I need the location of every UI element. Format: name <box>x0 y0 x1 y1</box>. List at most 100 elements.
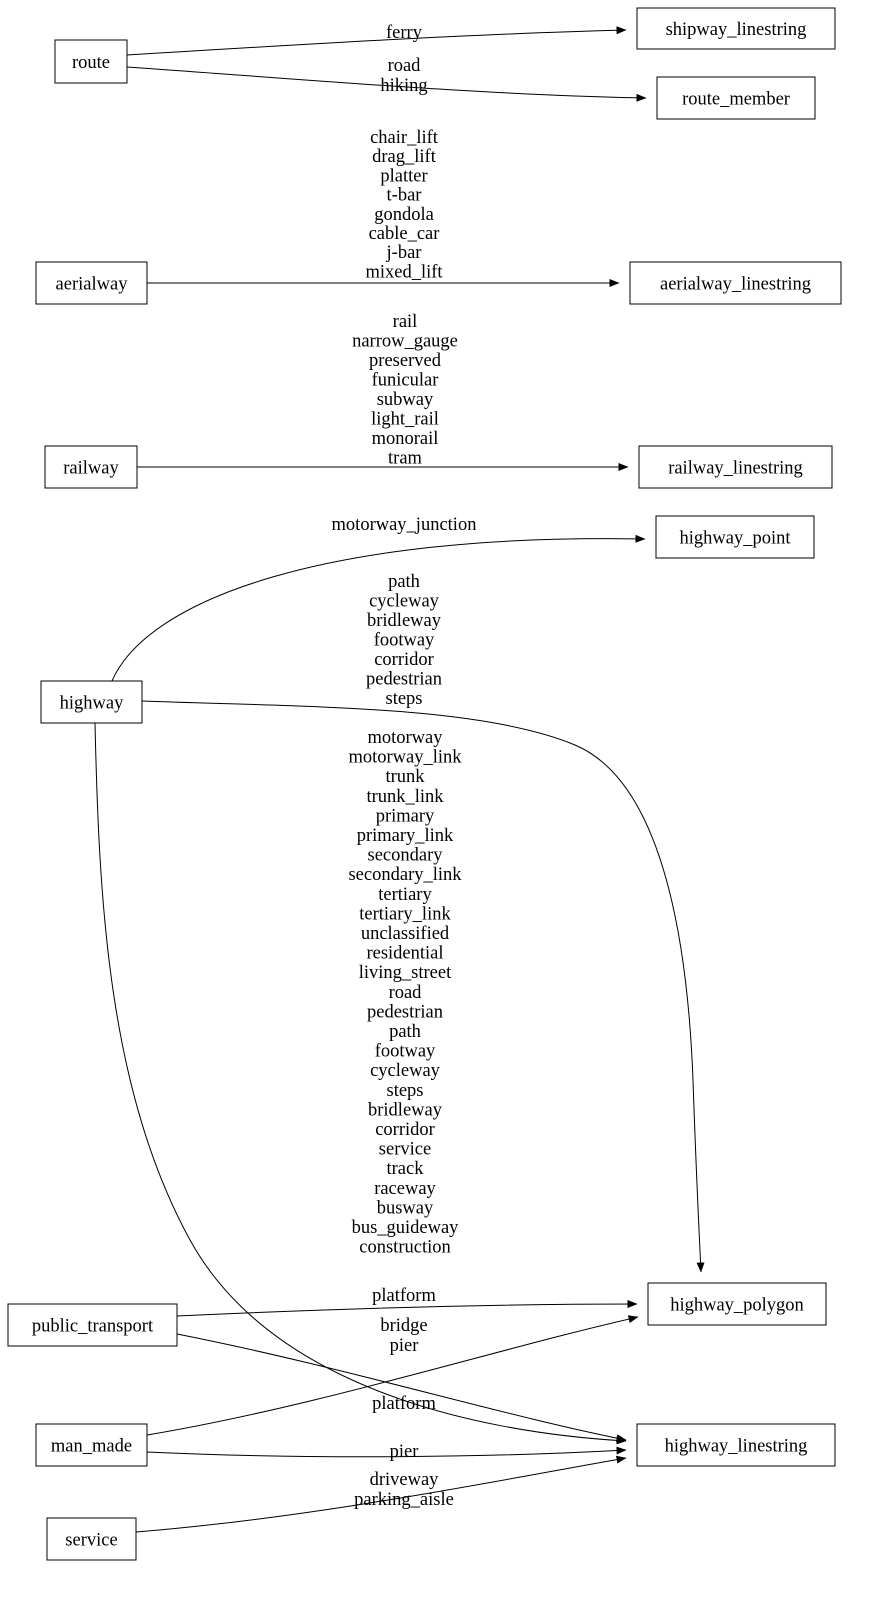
edge-label-line: pedestrian <box>367 1002 443 1022</box>
edge-public_transport-to-highway_linestring <box>176 1333 627 1443</box>
edge-label-line: living_street <box>359 963 452 983</box>
edge-label-line: j-bar <box>386 243 422 263</box>
edge-label-public_transport-to-highway_linestring: platform <box>372 1394 436 1414</box>
edge-label-line: path <box>388 572 420 592</box>
highway-label: highway <box>60 694 124 714</box>
edge-label-line: path <box>389 1022 421 1042</box>
aerialway-box <box>35 261 148 305</box>
node-highway_linestring: highway_linestring <box>636 1423 836 1467</box>
edge-label-line: trunk <box>385 767 425 787</box>
node-man_made: man_made <box>35 1423 148 1467</box>
edge-label-line: motorway_link <box>348 748 462 768</box>
public_transport-box <box>7 1303 178 1347</box>
edge-label-line: narrow_gauge <box>352 332 458 352</box>
edge-man_made-to-highway_linestring <box>146 1446 627 1458</box>
highway_point-label: highway_point <box>680 529 792 549</box>
node-highway_polygon: highway_polygon <box>647 1282 827 1326</box>
edge-label-line: drag_lift <box>372 147 437 167</box>
edge-label-line: secondary <box>368 846 444 866</box>
aerialway_linestring-label: aerialway_linestring <box>660 275 811 295</box>
man_made-box <box>35 1423 148 1467</box>
edge-label-line: steps <box>387 1081 424 1101</box>
edge-label-line: trunk_link <box>366 787 444 807</box>
edge-label-line: rail <box>393 312 418 332</box>
edge-label-line: platform <box>372 1394 436 1414</box>
edge-label-line: road <box>389 983 423 1003</box>
edge-public_transport-to-highway_polygon <box>176 1300 638 1317</box>
edge-label-line: corridor <box>375 1120 435 1140</box>
edge-label-highway-to-highway_point: motorway_junction <box>332 515 477 535</box>
edge-highway-to-highway_polygon <box>141 700 705 1273</box>
railway_linestring-label: railway_linestring <box>668 459 803 479</box>
railway-box <box>44 445 138 489</box>
edge-label-line: parking_aisle <box>354 1490 454 1510</box>
edge-label-line: tertiary_link <box>359 904 451 924</box>
edge-label-line: primary_link <box>357 826 454 846</box>
node-public_transport: public_transport <box>7 1303 178 1347</box>
edge-label-line: busway <box>377 1198 434 1218</box>
route-box <box>54 39 128 84</box>
edge-label-line: footway <box>375 1042 436 1062</box>
edge-label-line: funicular <box>372 371 439 391</box>
node-highway: highway <box>40 680 143 724</box>
edges-layer <box>94 26 705 1533</box>
edge-label-line: cycleway <box>369 592 440 612</box>
public_transport-label: public_transport <box>32 1317 154 1337</box>
edge-label-line: subway <box>377 390 434 410</box>
edge-highway-to-highway_linestring <box>94 722 627 1445</box>
edge-label-line: steps <box>386 689 423 709</box>
route_member-box <box>656 76 816 120</box>
node-railway: railway <box>44 445 138 489</box>
edge-label-line: road <box>388 56 422 76</box>
man_made-label: man_made <box>51 1437 132 1457</box>
edge-label-line: residential <box>366 944 443 964</box>
edge-label-line: preserved <box>369 351 442 371</box>
edge-label-line: t-bar <box>387 186 422 206</box>
edge-route-to-shipway_linestring <box>126 26 627 56</box>
nodes-layer: route shipway_linestring route_memberaeria… <box>7 7 842 1561</box>
edge-label-line: cable_car <box>369 224 440 244</box>
edge-label-line: primary <box>376 806 435 826</box>
node-aerialway: aerialway <box>35 261 148 305</box>
edge-highway-to-highway_point <box>111 534 646 682</box>
edge-label-line: tertiary <box>378 885 432 905</box>
edge-label-line: monorail <box>372 429 439 449</box>
edge-label-line: construction <box>359 1238 450 1258</box>
edge-label-line: unclassified <box>361 924 450 944</box>
edge-label-line: pedestrian <box>366 670 442 690</box>
route-label: route <box>72 53 110 73</box>
node-service: service <box>46 1517 137 1561</box>
node-route_member: route_member <box>656 76 816 120</box>
service-box <box>46 1517 137 1561</box>
node-railway_linestring: railway_linestring <box>638 445 833 489</box>
highway_linestring-label: highway_linestring <box>665 1437 808 1457</box>
edge-man_made-to-highway_polygon <box>146 1315 639 1436</box>
shipway_linestring-label: shipway_linestring <box>666 20 807 40</box>
shipway_linestring-box <box>636 7 836 50</box>
highway_polygon-label: highway_polygon <box>670 1296 804 1316</box>
edge-label-line: raceway <box>374 1179 436 1199</box>
highway_point-box <box>655 515 815 559</box>
edge-service-to-highway_linestring <box>135 1455 627 1533</box>
edge-label-line: corridor <box>374 650 434 670</box>
edge-label-man_made-to-highway_linestring: pier <box>390 1442 419 1462</box>
edge-label-line: chair_lift <box>370 128 439 148</box>
edge-route-to-route_member <box>126 66 647 102</box>
edge-label-line: driveway <box>370 1470 440 1490</box>
route_member-label: route_member <box>682 90 790 110</box>
highway_linestring-box <box>636 1423 836 1467</box>
edge-label-line: tram <box>388 449 423 469</box>
edge-label-line: motorway <box>367 728 443 748</box>
node-shipway_linestring: shipway_linestring <box>636 7 836 50</box>
edge-label-line: cycleway <box>370 1061 441 1081</box>
edge-label-route-to-shipway_linestring: ferry <box>386 23 423 43</box>
edge-label-line: light_rail <box>371 410 439 430</box>
